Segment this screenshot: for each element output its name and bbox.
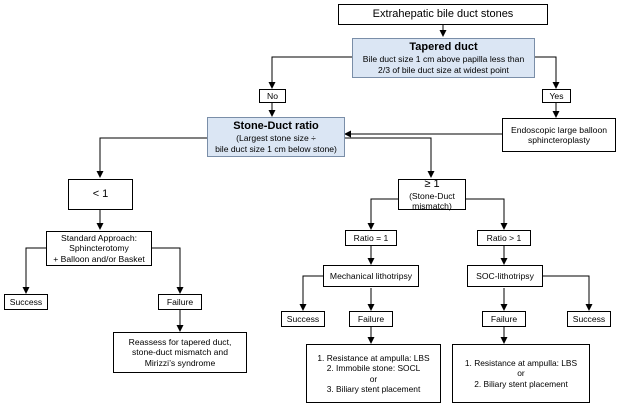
arrow-ratio-to-ge1 — [345, 137, 435, 178]
elbs-node: Endoscopic large balloon sphincteroplast… — [502, 118, 616, 152]
success-mech-node: Success — [281, 311, 325, 327]
ratio-ge1-node: ≥ 1 (Stone-Duct mismatch) — [398, 177, 466, 212]
mech-options-line4: 3. Biliary stent placement — [326, 383, 421, 394]
arrow-mech-to-success — [299, 275, 323, 311]
soc-options-line1: 1. Resistance at ampulla: LBS — [464, 358, 578, 369]
failure-soc-node: Failure — [482, 311, 526, 327]
tapered-duct-node: Tapered duct Bile duct size 1 cm above p… — [352, 38, 535, 78]
arrow-tapered-to-yes — [535, 56, 560, 89]
mech-options-line2: 2. Immobile stone: SOCL — [326, 363, 421, 374]
reassess-line1: Reassess for tapered duct, — [128, 337, 232, 348]
success-soc-label: Success — [572, 313, 606, 324]
failure-mech-label: Failure — [357, 313, 385, 324]
ratio-lt1-node: < 1 — [68, 179, 133, 210]
start-node: Extrahepatic bile duct stones — [338, 4, 548, 25]
failure-left-label: Failure — [166, 296, 194, 307]
stone-duct-ratio-line2: bile duct size 1 cm below stone) — [215, 143, 337, 154]
ratio-gt1-label: Ratio > 1 — [486, 232, 522, 243]
standard-line1: Standard Approach: — [61, 233, 137, 244]
failure-left-node: Failure — [158, 294, 202, 310]
mech-options-line3: or — [369, 373, 378, 384]
mech-lithotripsy-label: Mechanical lithotripsy — [329, 270, 413, 281]
soc-lithotripsy-node: SOC-lithotripsy — [467, 265, 543, 287]
elbs-line1: Endoscopic large balloon — [510, 124, 608, 135]
stone-duct-ratio-node: Stone-Duct ratio (Largest stone size ÷ b… — [207, 117, 345, 157]
tapered-duct-line2: 2/3 of bile duct size at widest point — [378, 64, 509, 75]
ratio-gt1-node: Ratio > 1 — [477, 230, 531, 246]
reassess-node: Reassess for tapered duct, stone-duct mi… — [113, 332, 247, 373]
arrow-standard-to-success — [22, 247, 46, 294]
failure-soc-label: Failure — [490, 313, 518, 324]
ratio-eq1-label: Ratio = 1 — [353, 232, 389, 243]
stone-duct-ratio-title: Stone-Duct ratio — [233, 120, 319, 133]
reassess-line2: stone-duct mismatch and — [131, 347, 228, 358]
arrow-ge1-to-ratio-eq1 — [367, 198, 398, 230]
soc-lithotripsy-label: SOC-lithotripsy — [476, 270, 534, 281]
ratio-ge1-sub: (Stone-Duct mismatch) — [409, 190, 455, 212]
standard-line3: + Balloon and/or Basket — [53, 253, 145, 264]
success-left-node: Success — [4, 294, 48, 310]
success-soc-node: Success — [567, 311, 611, 327]
arrow-tapered-to-no — [268, 56, 352, 89]
standard-approach-node: Standard Approach: Sphincterotomy + Ball… — [46, 231, 152, 266]
tapered-duct-line1: Bile duct size 1 cm above papilla less t… — [362, 54, 525, 65]
tapered-duct-title: Tapered duct — [409, 41, 478, 54]
arrow-standard-to-failure — [152, 247, 184, 294]
arrow-soc-to-success — [543, 275, 593, 311]
success-mech-label: Success — [286, 313, 320, 324]
mech-options-node: 1. Resistance at ampulla: LBS 2. Immobil… — [306, 344, 441, 403]
mech-lithotripsy-node: Mechanical lithotripsy — [323, 265, 419, 287]
soc-options-line3: 2. Biliary stent placement — [474, 378, 568, 389]
mech-options-line1: 1. Resistance at ampulla: LBS — [317, 353, 430, 364]
ratio-ge1-title: ≥ 1 — [424, 177, 440, 190]
no-node: No — [259, 89, 286, 103]
failure-mech-node: Failure — [349, 311, 393, 327]
elbs-line2: sphincteroplasty — [527, 135, 591, 145]
reassess-line3: Mirizzi’s syndrome — [144, 357, 216, 368]
ratio-eq1-node: Ratio = 1 — [345, 230, 397, 246]
arrow-ge1-to-ratio-gt1 — [466, 198, 508, 230]
standard-line2: Sphincterotomy — [69, 243, 129, 254]
soc-options-line2: or — [517, 368, 525, 379]
yes-label: Yes — [549, 90, 564, 101]
start-label: Extrahepatic bile duct stones — [372, 7, 514, 20]
arrow-ratio-to-lt1 — [96, 137, 207, 178]
stone-duct-ratio-line1: (Largest stone size ÷ — [236, 133, 316, 144]
soc-options-node: 1. Resistance at ampulla: LBS or 2. Bili… — [452, 344, 590, 403]
yes-node: Yes — [542, 89, 571, 103]
success-left-label: Success — [9, 296, 43, 307]
ratio-lt1-label: < 1 — [92, 187, 109, 200]
no-label: No — [267, 90, 278, 101]
